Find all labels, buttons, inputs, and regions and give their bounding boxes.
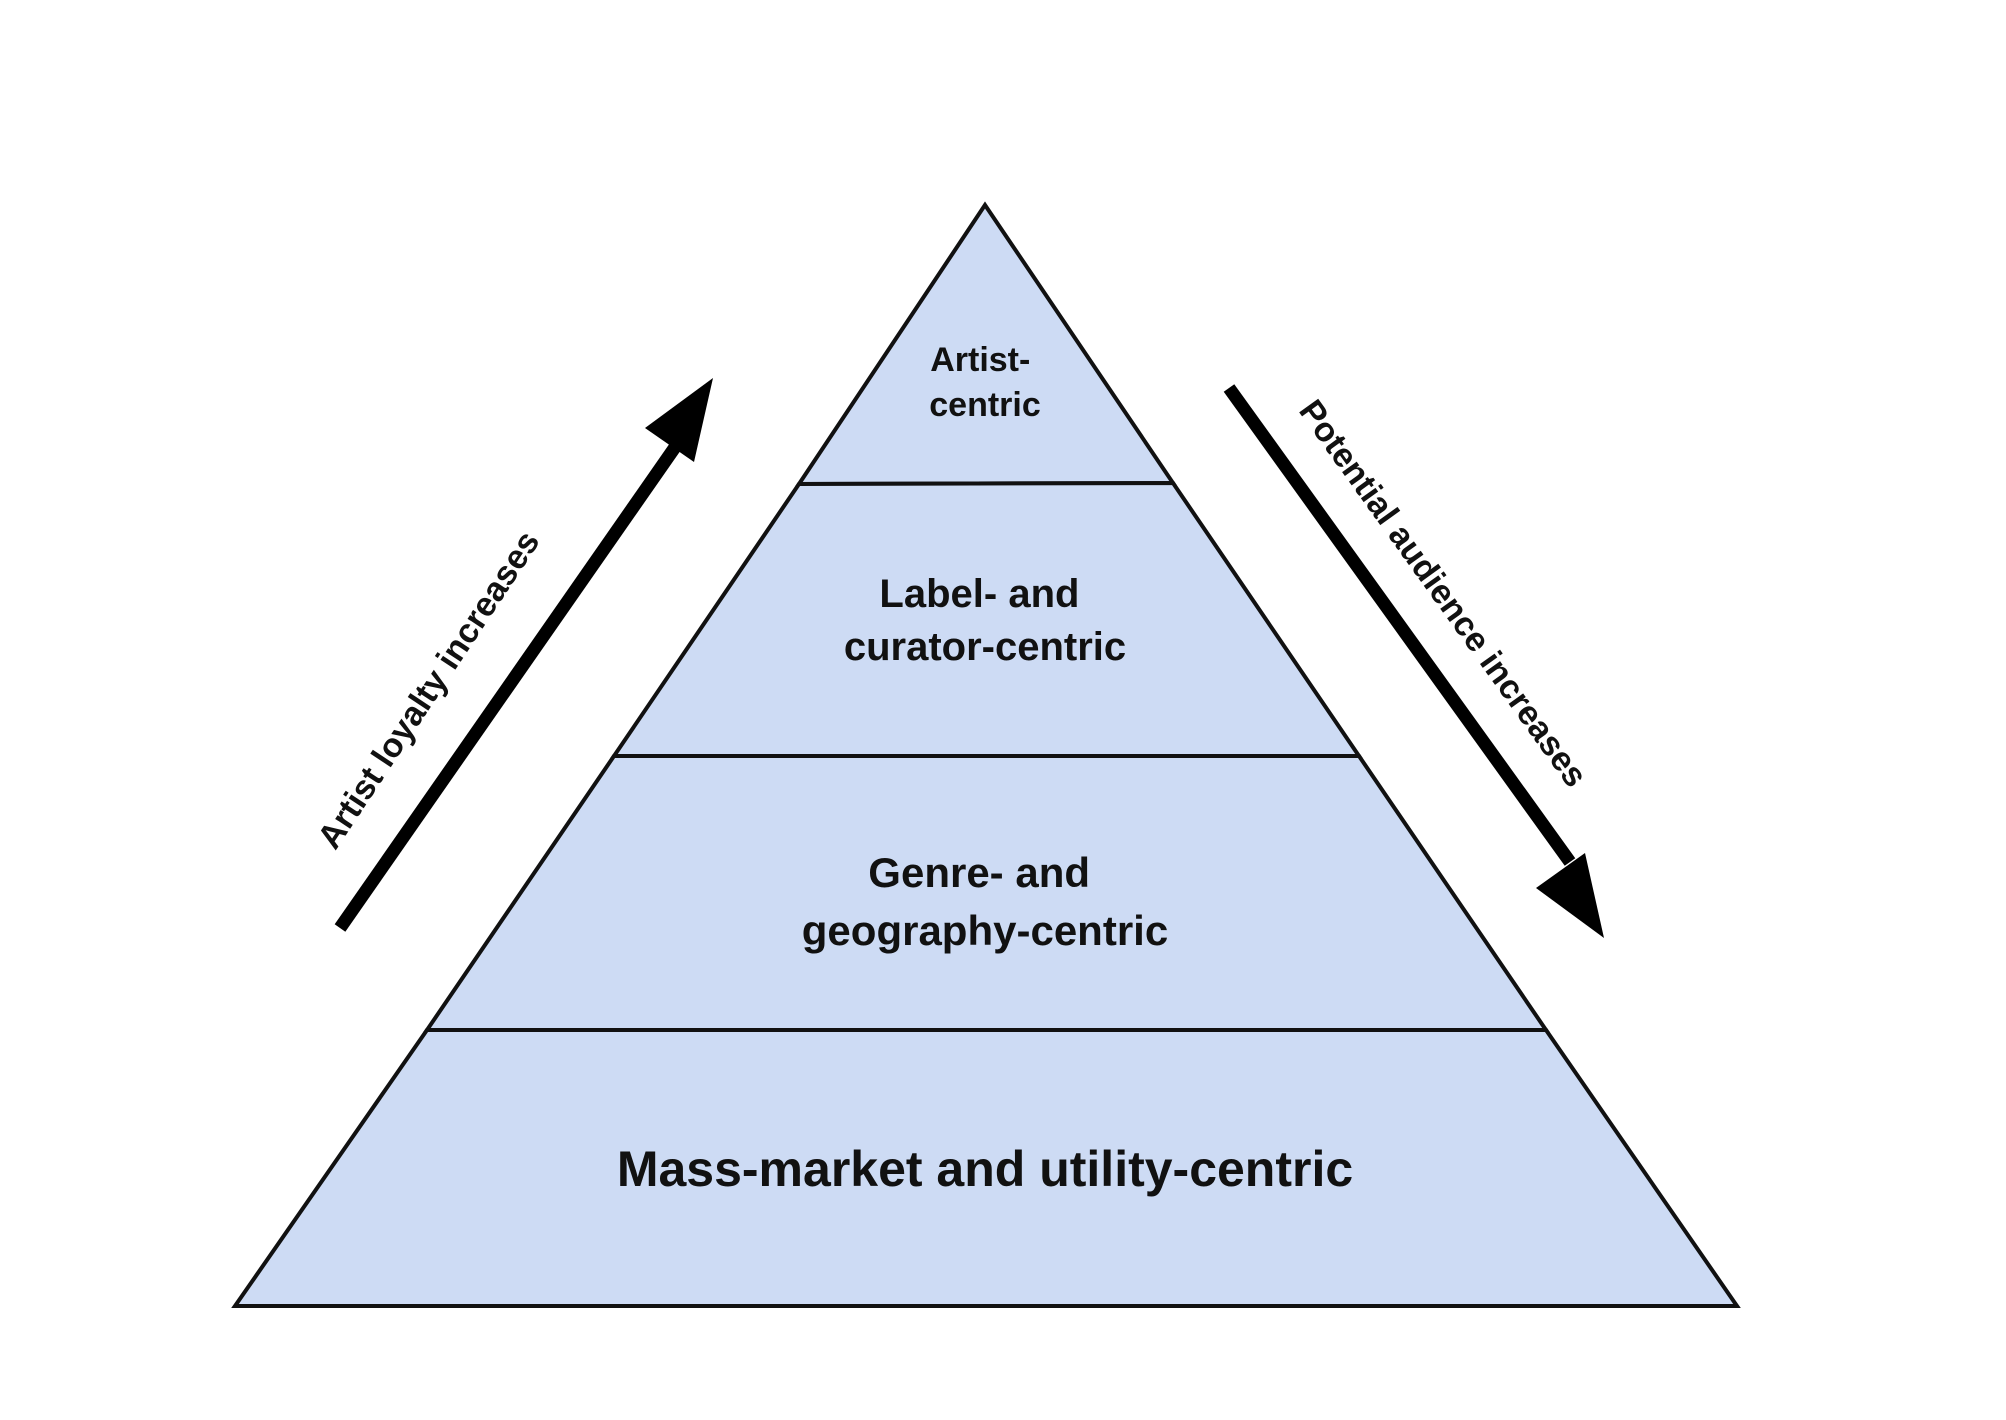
right-arrow-head [1536,853,1604,938]
tier-3-label: Genre- and geography-centric [802,849,1168,954]
right-arrow-shaft [1223,384,1576,866]
pyramid [231,201,1741,1308]
tier-labels: Artist- centric Label- and curator-centr… [617,341,1353,1197]
tier-4-shape [231,1028,1741,1308]
tier-4-label: Mass-market and utility-centric [617,1141,1353,1197]
left-arrow-head [645,378,713,462]
left-arrow-shaft [334,436,686,932]
tier-2-label: Label- and curator-centric [844,572,1126,669]
tier-2-shape [610,480,1363,758]
tier-1-label: Artist- centric [929,341,1041,424]
